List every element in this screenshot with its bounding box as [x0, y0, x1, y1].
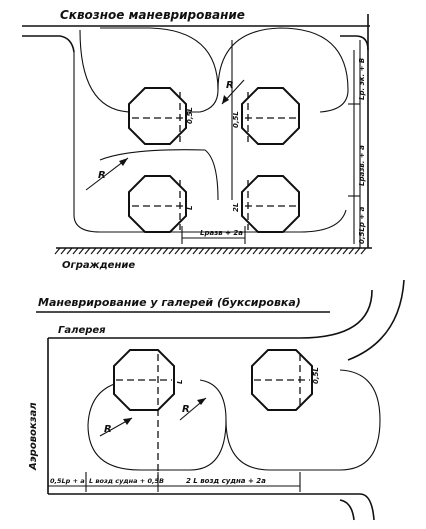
route-loop-outer	[73, 52, 347, 233]
hatch-stroke	[198, 247, 205, 255]
hatch-stroke	[234, 247, 241, 255]
hatch-stroke	[264, 247, 271, 255]
hatch-stroke	[306, 247, 313, 255]
hatch-stroke	[78, 247, 85, 255]
hatch-stroke	[144, 247, 151, 255]
hatch-stroke	[312, 247, 319, 255]
dim-chain-label-3: 2 L возд судна + 2a	[186, 477, 266, 485]
hatch-stroke	[90, 247, 97, 255]
radius-label-left: R	[98, 170, 106, 181]
hatch-stroke	[102, 247, 109, 255]
hatch-stroke	[180, 247, 187, 255]
fence-label: Ограждение	[62, 260, 135, 271]
hatch-stroke	[336, 247, 343, 255]
hatch-stroke	[294, 247, 301, 255]
radius-label-right: R	[226, 80, 234, 91]
hatch-stroke	[342, 247, 349, 255]
ship-stand-4	[241, 175, 300, 233]
dim-chain-label-2: L возд судна + 0,5B	[89, 477, 164, 485]
hatch-stroke	[54, 247, 61, 255]
gallery-curve-right	[299, 289, 373, 339]
route-loop-top-left	[79, 27, 219, 113]
hatch-stroke	[162, 247, 169, 255]
hatch-stroke	[84, 247, 91, 255]
top-title: Сквозное маневрирование	[60, 8, 245, 22]
route-loop-bottom-2	[225, 369, 381, 471]
hatch-stroke	[150, 247, 157, 255]
hatch-stroke	[354, 247, 361, 255]
route-loop-bottom-1	[87, 379, 227, 471]
ship-stand-2	[241, 87, 300, 145]
dim-vertical-upper: Lр. эк. + B	[358, 58, 366, 100]
radius-label-bottom-right: R	[182, 404, 190, 415]
radius-arrow-bottom-left-head	[123, 418, 132, 425]
ship-stand-3	[128, 175, 187, 233]
hatch-stroke	[96, 247, 103, 255]
road-curve-bottom-inner	[339, 499, 355, 521]
corridor-curve-left	[22, 35, 75, 53]
route-loop-bottom-left	[99, 149, 219, 201]
ship-5-label: L	[176, 380, 184, 384]
radius-arrow-left-head	[119, 158, 128, 166]
hatch-stroke	[168, 247, 175, 255]
hatch-stroke	[114, 247, 121, 255]
ship-6-label: 0,5L	[312, 367, 320, 384]
corridor-curve-right	[340, 35, 369, 51]
ship-stand-1	[128, 87, 187, 145]
fence-hatching	[54, 247, 367, 255]
hatch-stroke	[258, 247, 265, 255]
road-curve-bottom-right	[359, 493, 375, 521]
hatch-stroke	[72, 247, 79, 255]
road-curve-outer	[347, 279, 405, 361]
hatch-stroke	[288, 247, 295, 255]
hatch-stroke	[210, 247, 217, 255]
hatch-stroke	[132, 247, 139, 255]
hatch-stroke	[216, 247, 223, 255]
terminal-label: Аэровокзал	[28, 402, 39, 471]
hatch-stroke	[192, 247, 199, 255]
bottom-title: Маневрирование у галерей (буксировка)	[38, 296, 301, 309]
route-loop-top-right	[217, 27, 349, 113]
hatch-stroke	[60, 247, 67, 255]
dim-vertical-mid: Lразв. + a	[358, 145, 366, 186]
dim-chain-label-1: 0,5Lр + a	[50, 477, 85, 485]
hatch-stroke	[252, 247, 259, 255]
hatch-stroke	[324, 247, 331, 255]
ship-4-label: 2L	[232, 203, 240, 212]
hatch-stroke	[270, 247, 277, 255]
hatch-stroke	[186, 247, 193, 255]
radius-arrow-bottom-right-head	[197, 398, 206, 405]
dim-horizontal-label: Lразв + 2a	[200, 229, 243, 237]
ship-1-label: 0,5L	[186, 107, 194, 124]
hatch-stroke	[108, 247, 115, 255]
hatch-stroke	[240, 247, 247, 255]
hatch-stroke	[120, 247, 127, 255]
hatch-stroke	[204, 247, 211, 255]
hatch-stroke	[318, 247, 325, 255]
hatch-stroke	[348, 247, 355, 255]
hatch-stroke	[330, 247, 337, 255]
hatch-stroke	[66, 247, 73, 255]
hatch-stroke	[156, 247, 163, 255]
hatch-stroke	[174, 247, 181, 255]
hatch-stroke	[228, 247, 235, 255]
gallery-label: Галерея	[58, 325, 106, 336]
ship-3-label: L	[186, 206, 194, 210]
hatch-stroke	[360, 247, 367, 255]
hatch-stroke	[276, 247, 283, 255]
hatch-stroke	[126, 247, 133, 255]
dim-vertical-lower: 0,5Lр + a	[358, 206, 366, 244]
radius-arrow-right-head	[222, 95, 229, 104]
hatch-stroke	[222, 247, 229, 255]
hatch-stroke	[282, 247, 289, 255]
hatch-stroke	[138, 247, 145, 255]
radius-label-bottom-left: R	[104, 424, 112, 435]
ship-2-label: 0,5L	[232, 111, 240, 128]
hatch-stroke	[300, 247, 307, 255]
hatch-stroke	[246, 247, 253, 255]
